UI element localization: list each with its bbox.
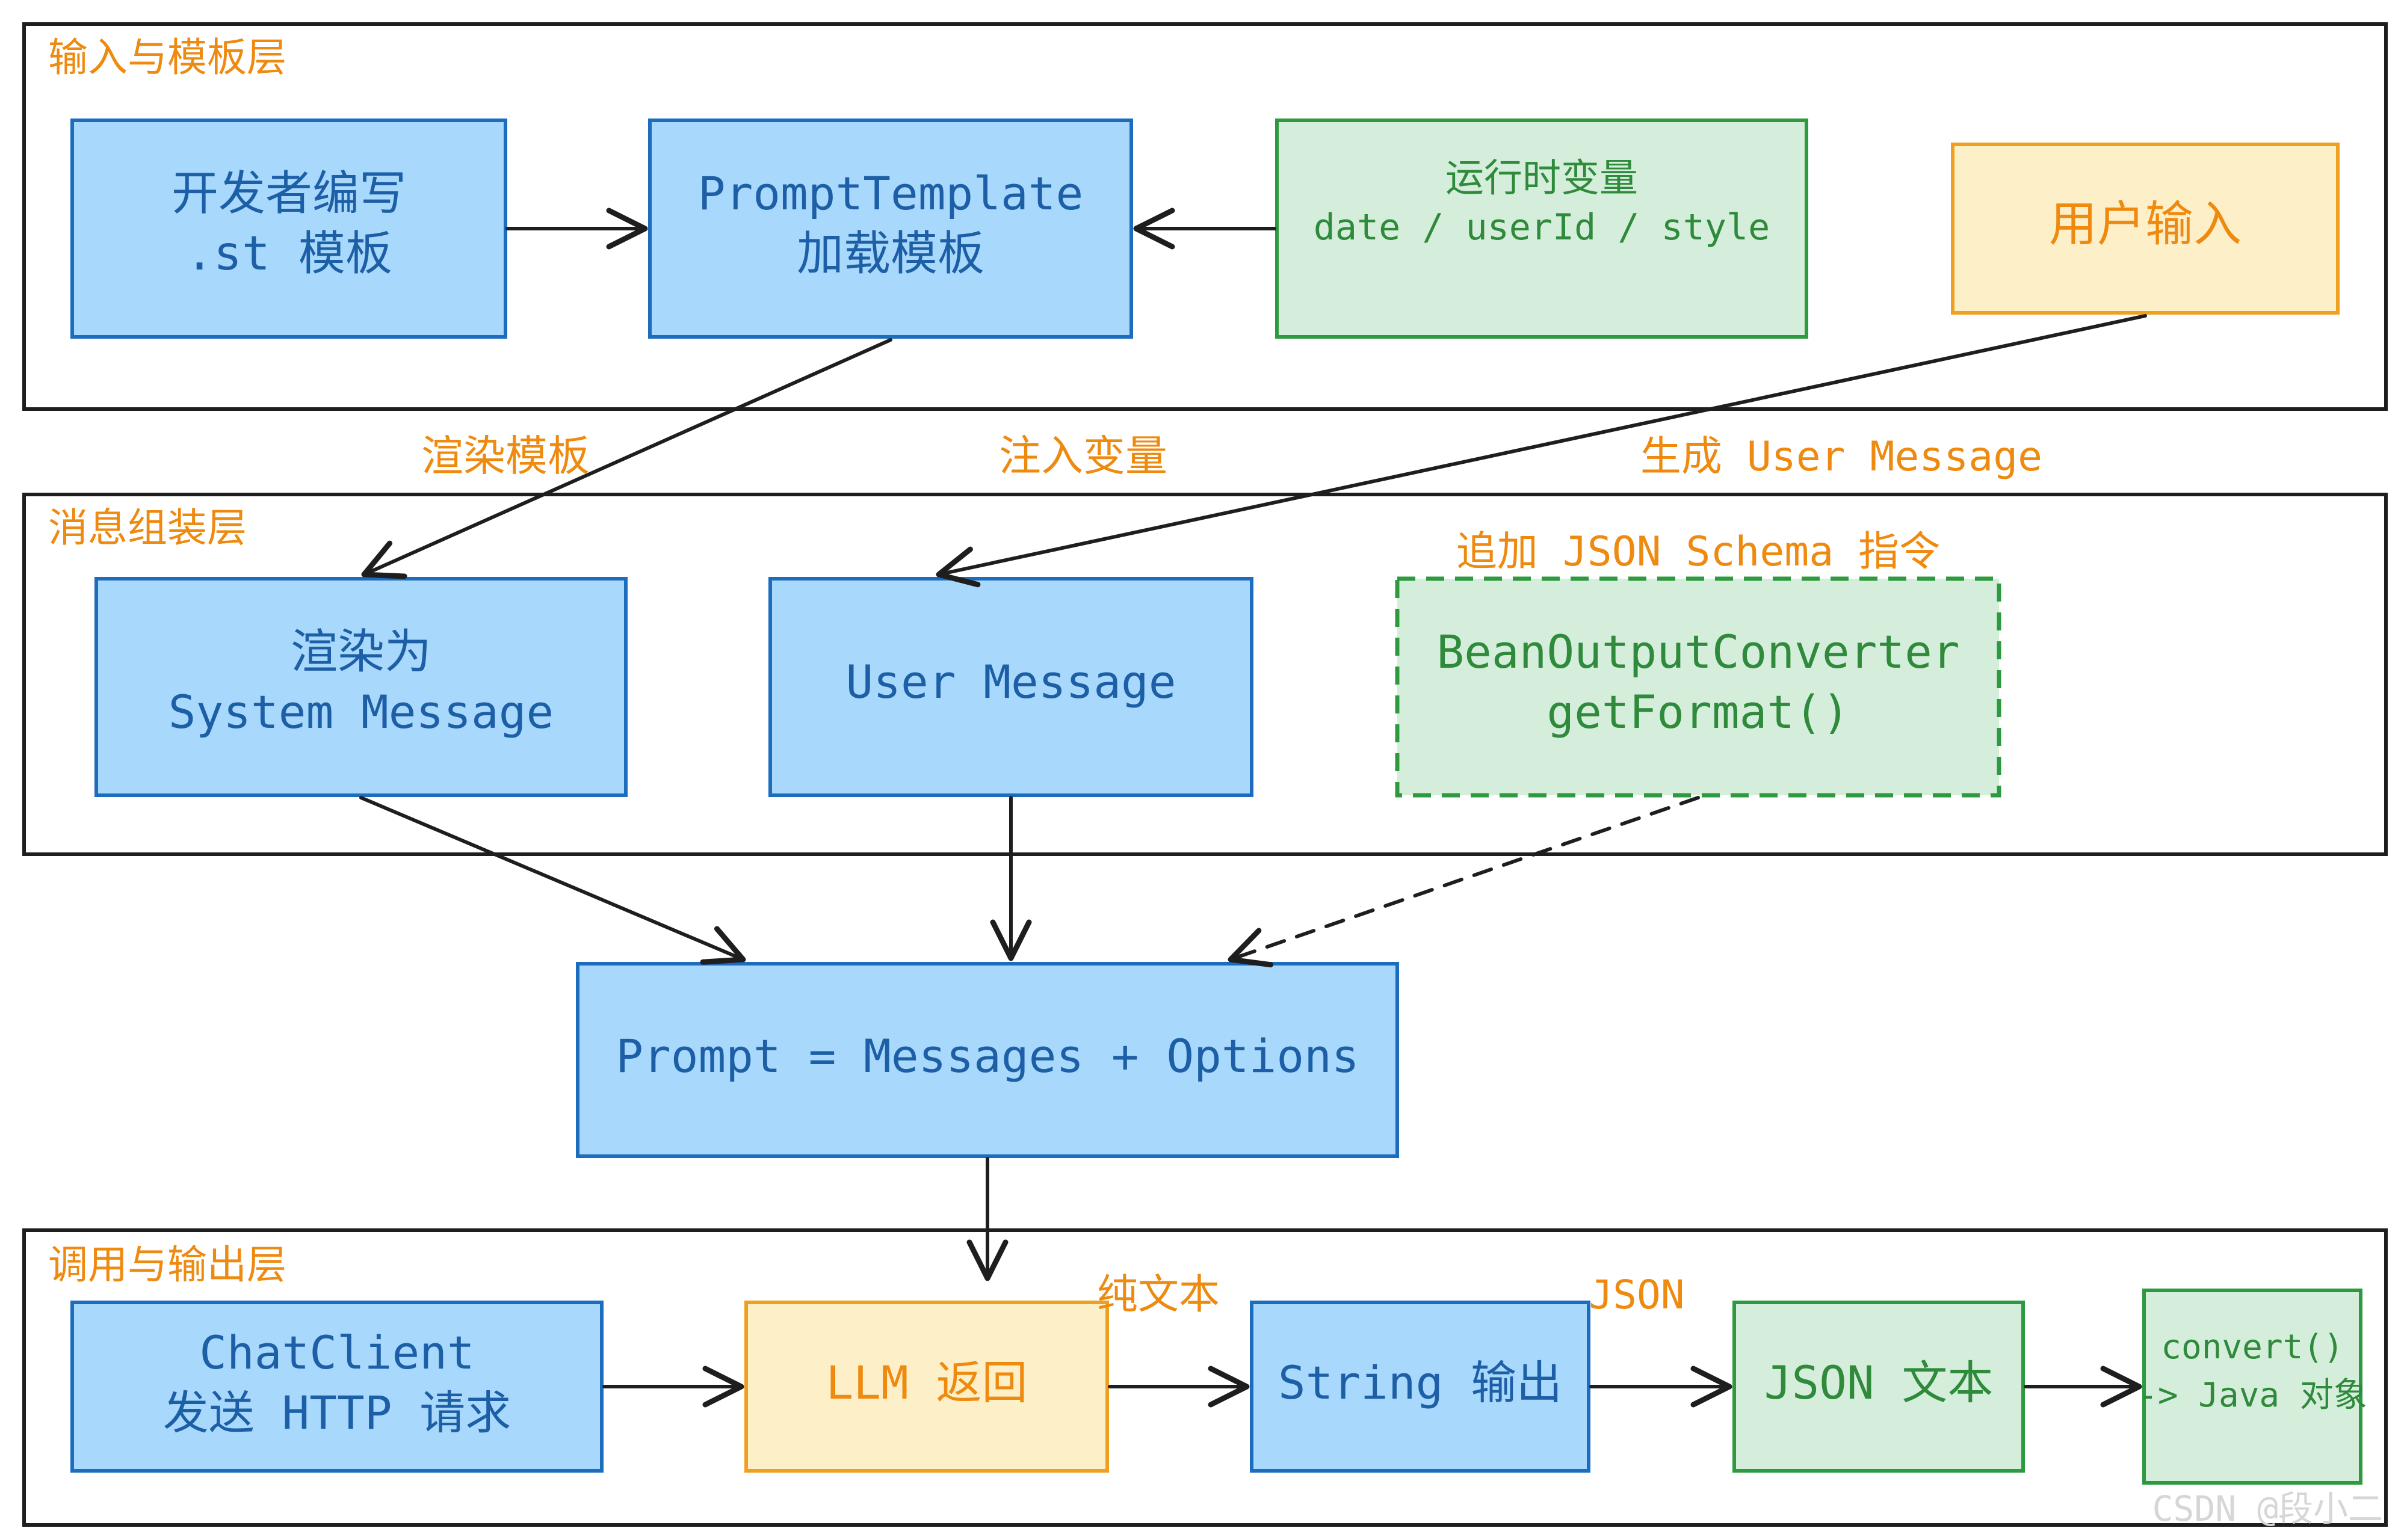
- arrow-user-input-to-user-message: [936, 314, 2147, 588]
- label-append-schema: 追加 JSON Schema 指令: [1456, 528, 1940, 576]
- node-dev-template-line2: .st 模板: [185, 227, 392, 281]
- node-chat-client-line2: 发送 HTTP 请求: [163, 1386, 511, 1440]
- node-chat-client-line1: ChatClient: [199, 1326, 475, 1379]
- node-json-text: JSON 文本: [1732, 1301, 2025, 1473]
- edge-labels: 渲染模板 注入变量 生成 User Message 追加 JSON Schema…: [421, 431, 2042, 1319]
- node-runtime-vars-line2: date / userId / style: [1314, 206, 1770, 248]
- node-prompt-template-line2: 加载模板: [797, 227, 984, 281]
- arrow-prompt-template-to-system-message: [361, 338, 892, 579]
- node-prompt-template-line1: PromptTemplate: [698, 167, 1084, 220]
- node-bean-converter-line1: BeanOutputConverter: [1436, 625, 1959, 679]
- label-gen-user-message: 生成 User Message: [1640, 433, 2042, 481]
- node-string-output-label: String 输出: [1278, 1356, 1562, 1409]
- arrow-system-message-to-prompt: [359, 796, 746, 965]
- label-json: JSON: [1589, 1272, 1685, 1318]
- node-user-input-label: 用户输入: [2049, 196, 2242, 252]
- node-bean-converter: BeanOutputConverter getFormat(): [1395, 576, 2001, 798]
- node-dev-template-line1: 开发者编写: [171, 167, 406, 221]
- layer-output-frame: 调用与输出层: [22, 1228, 2388, 1527]
- node-system-message-line2: System Message: [168, 685, 554, 739]
- node-java-object: convert() -> Java 对象: [2137, 1289, 2367, 1485]
- node-string-output: String 输出: [1250, 1301, 1590, 1473]
- node-json-text-label: JSON 文本: [1764, 1356, 1994, 1409]
- node-java-object-line1: convert(): [2161, 1328, 2343, 1367]
- layer-input-title: 输入与模板层: [48, 34, 286, 81]
- label-plain-text: 纯文本: [1097, 1271, 1220, 1319]
- node-prompt-template: PromptTemplate 加载模板: [648, 119, 1133, 339]
- node-bean-converter-line2: getFormat(): [1546, 685, 1849, 739]
- node-llm-return: LLM 返回: [744, 1301, 1109, 1473]
- node-dev-template: 开发者编写 .st 模板: [70, 119, 507, 339]
- node-user-message-label: User Message: [845, 655, 1176, 709]
- label-render-template: 渲染模板: [421, 431, 590, 481]
- node-user-message: User Message: [768, 577, 1253, 797]
- label-inject-vars: 注入变量: [999, 431, 1167, 481]
- node-prompt: Prompt = Messages + Options: [576, 962, 1399, 1158]
- node-runtime-vars-line1: 运行时变量: [1445, 156, 1638, 201]
- layer-output-title: 调用与输出层: [48, 1242, 286, 1288]
- layer-message-title: 消息组装层: [48, 505, 247, 551]
- arrow-bean-converter-to-prompt: [1228, 796, 1700, 968]
- node-java-object-line2: -> Java 对象: [2137, 1376, 2367, 1415]
- node-system-message-line1: 渲染为: [291, 625, 431, 679]
- node-llm-return-label: LLM 返回: [826, 1356, 1027, 1409]
- node-system-message: 渲染为 System Message: [94, 577, 628, 797]
- node-chat-client: ChatClient 发送 HTTP 请求: [70, 1301, 604, 1473]
- layer-message-frame: 消息组装层: [22, 493, 2388, 856]
- node-runtime-vars: 运行时变量 date / userId / style: [1275, 119, 1808, 339]
- node-user-input: 用户输入: [1951, 143, 2340, 315]
- watermark: CSDN @段小二: [2152, 1488, 2383, 1529]
- node-prompt-label: Prompt = Messages + Options: [616, 1029, 1359, 1083]
- arrows: [359, 208, 2147, 1408]
- layer-input-frame: 输入与模板层: [22, 22, 2388, 411]
